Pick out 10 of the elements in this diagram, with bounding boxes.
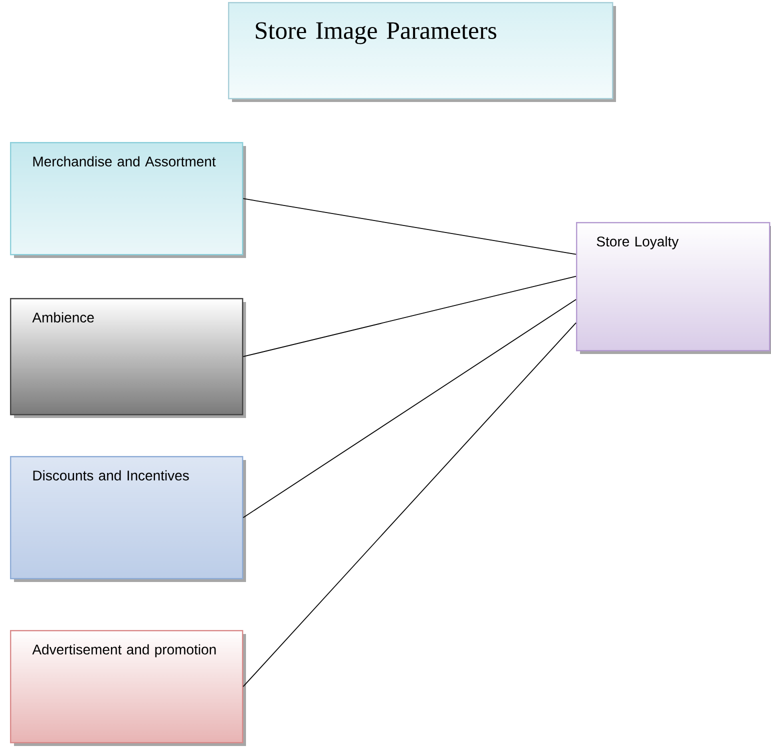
process-box: Ambience (10, 298, 246, 418)
process-box: Store Loyalty (576, 222, 771, 354)
connector-line (242, 299, 576, 518)
connector-line (242, 322, 576, 688)
title-box: Store Image Parameters (228, 2, 616, 102)
connector-line (242, 198, 576, 255)
connector-line (242, 276, 576, 358)
process-box: Merchandise and Assortment (10, 142, 246, 258)
process-box: Discounts and Incentives (10, 456, 246, 582)
process-box: Advertisement and promotion (10, 630, 246, 746)
